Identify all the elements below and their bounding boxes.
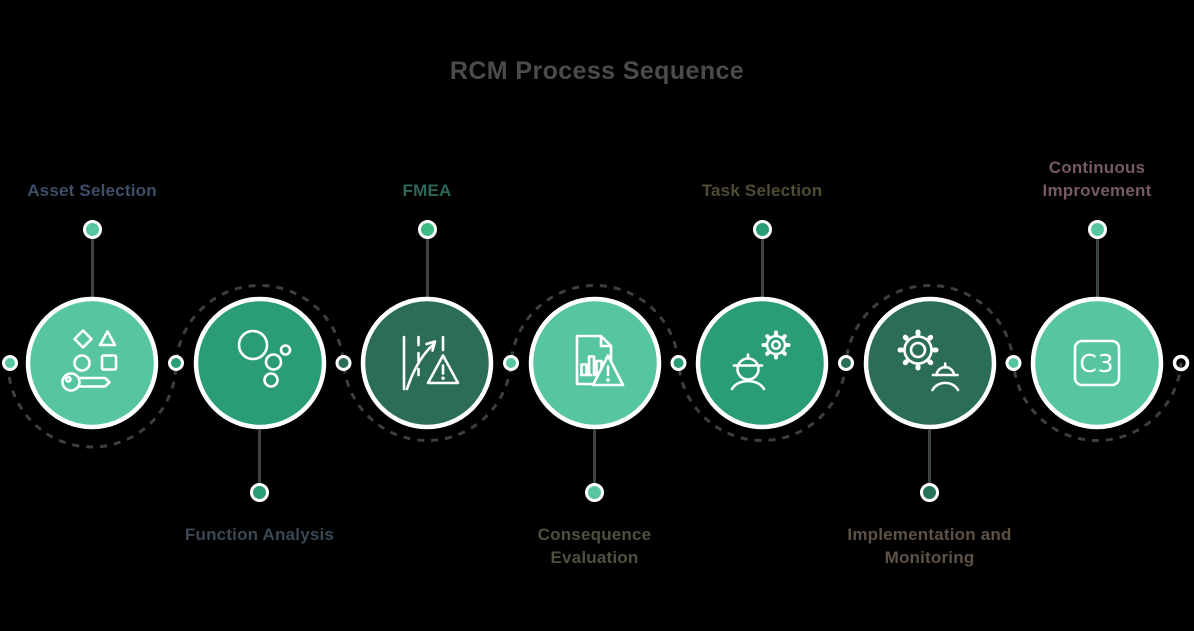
svg-text:C3: C3	[1079, 349, 1114, 378]
connector-dot	[1005, 355, 1022, 371]
step-marker-dot	[1087, 219, 1107, 239]
marker-connector-line	[1095, 239, 1099, 297]
step-marker-dot	[250, 482, 269, 502]
connector-dot	[335, 355, 352, 371]
c3-badge-icon: C3	[1073, 339, 1121, 387]
worker-gear-icon	[730, 330, 791, 391]
step-continuous-improvement: Continuous Improvement C3	[1012, 0, 1182, 631]
step-circle	[193, 296, 326, 430]
step-label: Consequence Evaluation	[537, 525, 652, 567]
marker-connector-line	[425, 239, 429, 297]
step-circle	[528, 296, 661, 430]
step-label: Asset Selection	[27, 181, 157, 200]
marker-connector-line	[258, 430, 261, 483]
step-label: Implementation and Monitoring	[847, 525, 1012, 567]
step-marker-dot	[920, 482, 939, 502]
step-fmea: FMEA	[342, 0, 512, 631]
connector-dot-end	[1172, 354, 1190, 372]
step-label: Continuous Improvement	[1042, 158, 1152, 200]
step-circle	[25, 296, 159, 430]
connector-dot	[168, 355, 184, 371]
step-task-selection: Task Selection	[677, 0, 847, 631]
step-circle	[863, 296, 996, 430]
step-circle	[360, 296, 494, 430]
marker-connector-line	[593, 430, 596, 483]
step-marker-dot	[752, 219, 772, 239]
step-marker-dot	[417, 219, 437, 239]
step-marker-dot	[82, 219, 102, 239]
step-circle: C3	[1030, 296, 1164, 430]
connector-dot	[2, 355, 18, 371]
dashed-weave-line	[6, 284, 1183, 449]
step-label: Task Selection	[701, 181, 823, 200]
step-marker-dot	[585, 482, 604, 502]
step-circle	[695, 296, 829, 430]
step-function-analysis: Function Analysis	[175, 0, 345, 631]
step-label: Function Analysis	[184, 525, 335, 544]
step-label: FMEA	[402, 181, 452, 200]
marker-connector-line	[760, 239, 764, 297]
marker-connector-line	[90, 239, 94, 297]
step-asset-selection: Asset Selection	[7, 0, 177, 631]
connector-dot	[503, 355, 519, 371]
shapes-and-key-icon	[61, 329, 118, 392]
connector-dot	[838, 355, 854, 371]
report-warning-icon	[575, 334, 624, 387]
step-consequence-evaluation: Consequence Evaluation	[510, 0, 680, 631]
marker-connector-line	[928, 430, 931, 483]
gear-worker-icon	[897, 329, 959, 392]
connector-dot	[670, 355, 687, 371]
step-implementation-monitoring: Implementation and Monitoring	[845, 0, 1015, 631]
diagram-title: RCM Process Sequence	[449, 57, 745, 85]
road-warning-icon	[402, 335, 460, 391]
bubbles-cluster-icon	[237, 329, 291, 388]
